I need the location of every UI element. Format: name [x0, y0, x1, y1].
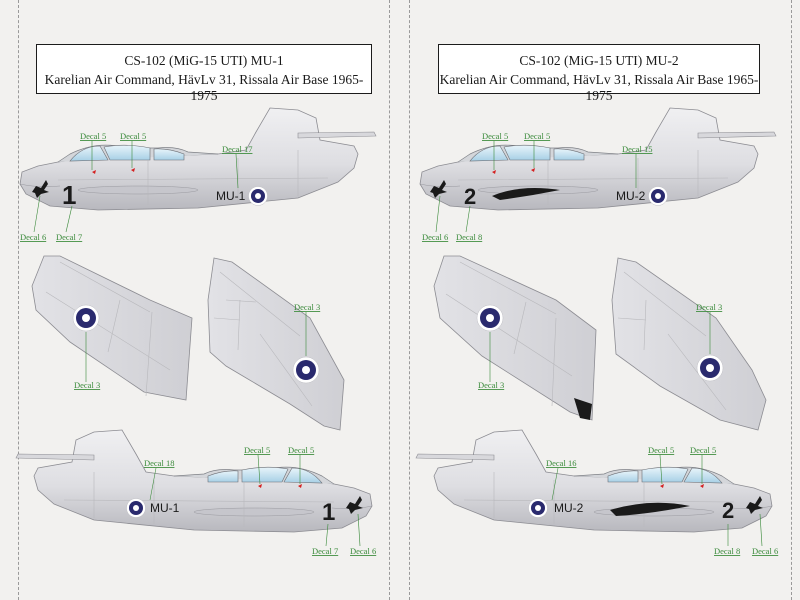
decal-label: Decal 5 [524, 131, 550, 141]
fuselage-stripe [610, 502, 690, 516]
fuselage-stripe [492, 188, 560, 200]
roundel-icon [648, 186, 668, 206]
tactical-number: 2 [464, 184, 476, 209]
red-marker [700, 484, 704, 488]
wing-upper-view [207, 257, 345, 431]
aircraft-subtitle: Karelian Air Command, HävLv 31, Rissala … [439, 72, 759, 103]
roundel-icon [72, 304, 100, 332]
roundel-icon [248, 186, 268, 206]
tactical-number: 2 [722, 498, 734, 523]
roundel-icon [292, 356, 320, 384]
aircraft-title: CS-102 (MiG-15 UTI) MU-2 [519, 53, 679, 68]
decal-label: Decal 3 [294, 302, 320, 312]
decal-label: Decal 3 [478, 380, 504, 390]
aircraft-title: CS-102 (MiG-15 UTI) MU-1 [124, 53, 284, 68]
decal-label: Decal 7 [56, 232, 82, 242]
tactical-number: 1 [62, 180, 76, 210]
sheet-divider-left [18, 0, 19, 600]
red-marker [531, 168, 535, 172]
decal-label: Decal 5 [482, 131, 508, 141]
decal-label: Decal 16 [546, 458, 576, 468]
decal-label: Decal 8 [714, 546, 740, 556]
roundel-icon [126, 498, 146, 518]
red-marker [298, 484, 302, 488]
sheet-divider-center-2 [409, 0, 410, 600]
decal-label: Decal 5 [80, 131, 106, 141]
wing-upper-view [611, 257, 767, 431]
decal-label: Decal 17 [222, 144, 252, 154]
wing-tip-stripe [574, 398, 592, 420]
decal-label: Decal 5 [690, 445, 716, 455]
aircraft-code: MU-2 [616, 189, 646, 203]
roundel-icon [528, 498, 548, 518]
aircraft-code: MU-1 [150, 501, 180, 515]
aircraft-subtitle: Karelian Air Command, HävLv 31, Rissala … [44, 72, 364, 103]
decal-label: Decal 7 [312, 546, 338, 556]
decal-label: Decal 8 [456, 232, 482, 242]
sheet-divider-right [791, 0, 792, 600]
aircraft-side-view: 2 MU-2 [419, 107, 777, 211]
decal-label: Decal 5 [648, 445, 674, 455]
decal-label: Decal 5 [244, 445, 270, 455]
decal-label: Decal 15 [622, 144, 652, 154]
decal-callouts: Decal 5 Decal 5 Decal 17 Decal 6 Decal 7 [20, 131, 252, 242]
aircraft-side-view-right: 1 MU-1 [15, 429, 373, 533]
decal-label: Decal 6 [20, 232, 46, 242]
aircraft-side-view-right: 2 MU-2 [415, 429, 773, 533]
red-marker [258, 484, 262, 488]
wing-lower-view [433, 255, 597, 421]
tactical-number: 1 [322, 499, 335, 526]
red-marker [492, 170, 496, 174]
decal-label: Decal 3 [696, 302, 722, 312]
aircraft-side-view: 1 MU-1 [19, 107, 377, 211]
decal-label: Decal 6 [350, 546, 376, 556]
decal-callouts: Decal 5 Decal 5 Decal 15 Decal 6 Decal 8 [422, 131, 652, 242]
wing-lower-view [31, 255, 193, 401]
decal-callouts: Decal 16 Decal 5 Decal 5 Decal 8 Decal 6 [546, 445, 778, 556]
title-box-right: CS-102 (MiG-15 UTI) MU-2 Karelian Air Co… [438, 44, 760, 103]
red-marker [131, 168, 135, 172]
decal-label: Decal 3 [74, 380, 100, 390]
title-box-left: CS-102 (MiG-15 UTI) MU-1 Karelian Air Co… [36, 44, 372, 103]
decal-label: Decal 6 [752, 546, 778, 556]
decal-label: Decal 6 [422, 232, 448, 242]
aircraft-code: MU-2 [554, 501, 584, 515]
sheet-divider-center [389, 0, 390, 600]
red-marker [660, 484, 664, 488]
decal-callouts: Decal 18 Decal 5 Decal 5 Decal 7 Decal 6 [144, 445, 376, 556]
aircraft-code: MU-1 [216, 189, 246, 203]
red-marker [92, 170, 96, 174]
decal-label: Decal 5 [120, 131, 146, 141]
roundel-icon [696, 354, 724, 382]
decal-label: Decal 18 [144, 458, 174, 468]
decal-label: Decal 5 [288, 445, 314, 455]
roundel-icon [476, 304, 504, 332]
